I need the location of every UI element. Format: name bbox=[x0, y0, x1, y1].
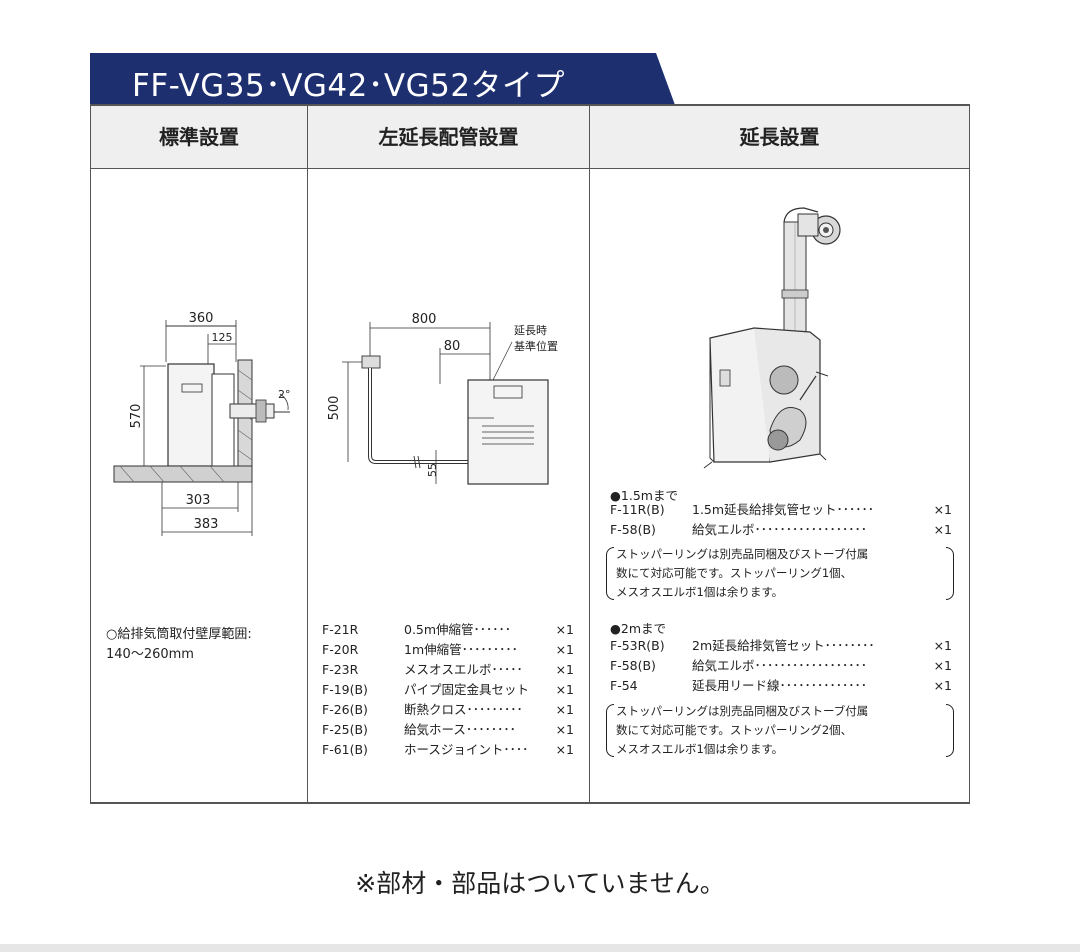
list-item: F-26(B) 断熱クロス･････････ ×1 bbox=[322, 700, 574, 720]
column-divider bbox=[589, 106, 590, 802]
dim-570: 570 bbox=[129, 404, 144, 429]
ref-label-1: 延長時 bbox=[514, 324, 547, 337]
dim-800: 800 bbox=[412, 312, 437, 327]
part-qty: ×1 bbox=[933, 678, 952, 693]
dim-383: 383 bbox=[194, 517, 219, 532]
left-extension-diagram: 800 80 延長時 基準位置 500 55 bbox=[327, 312, 558, 485]
extension-installation-illustration bbox=[703, 207, 841, 469]
part-name: 2m延長給排気管セット････････ bbox=[692, 638, 875, 653]
part-code: F-20R bbox=[322, 642, 359, 657]
column-header-standard: 標準設置 bbox=[159, 125, 239, 149]
column-header-left-extension: 左延長配管設置 bbox=[378, 125, 519, 149]
note-line: 数にて対応可能です。ストッパーリング1個、 bbox=[616, 566, 853, 580]
note-line: メスオスエルボ1個は余ります。 bbox=[616, 585, 784, 599]
part-qty: ×1 bbox=[555, 682, 574, 697]
column-divider bbox=[307, 106, 308, 802]
list-item: F-53R(B) 2m延長給排気管セット････････ ×1 bbox=[610, 636, 952, 656]
part-name: 0.5m伸縮管･･････ bbox=[404, 622, 512, 637]
ref-label-2: 基準位置 bbox=[514, 339, 558, 353]
part-code: F-54 bbox=[610, 678, 638, 693]
part-qty: ×1 bbox=[555, 702, 574, 717]
wall-thickness-note-line2: 140～260mm bbox=[106, 647, 194, 662]
dim-125: 125 bbox=[212, 331, 233, 344]
part-qty: ×1 bbox=[933, 522, 952, 537]
section-title-2m: ●2mまで bbox=[610, 621, 667, 636]
wall-thickness-note: ○給排気筒取付壁厚範囲: 140～260mm bbox=[106, 625, 252, 665]
list-item: F-25(B) 給気ホース････････ ×1 bbox=[322, 720, 574, 740]
part-qty: ×1 bbox=[555, 742, 574, 757]
part-qty: ×1 bbox=[555, 642, 574, 657]
part-qty: ×1 bbox=[933, 658, 952, 673]
dim-303: 303 bbox=[186, 493, 211, 508]
part-code: F-58(B) bbox=[610, 658, 656, 673]
footer-note: ※部材・部品はついていません。 bbox=[355, 869, 725, 898]
extension-parts-list-1-5m: F-11R(B) 1.5m延長給排気管セット･･････ ×1 F-58(B) 給気エ… bbox=[610, 500, 952, 540]
part-code: F-23R bbox=[322, 662, 359, 677]
list-item: F-58(B) 給気エルボ･･････････････････ ×1 bbox=[610, 656, 952, 676]
part-code: F-19(B) bbox=[322, 682, 368, 697]
extension-parts-list-2m: F-53R(B) 2m延長給排気管セット････････ ×1 F-58(B) 給気エ… bbox=[610, 636, 952, 696]
stopper-ring-note-1-5m: ストッパーリングは別売品同梱及びストーブ付属 数にて対応可能です。ストッパーリン… bbox=[606, 545, 954, 602]
dim-360: 360 bbox=[189, 311, 214, 326]
list-item: F-11R(B) 1.5m延長給排気管セット･･････ ×1 bbox=[610, 500, 952, 520]
part-qty: ×1 bbox=[933, 638, 952, 653]
part-name: ホースジョイント････ bbox=[404, 742, 529, 757]
note-line: 数にて対応可能です。ストッパーリング2個、 bbox=[616, 723, 853, 737]
note-line: メスオスエルボ1個は余ります。 bbox=[616, 742, 784, 756]
part-name: 給気エルボ･･････････････････ bbox=[692, 658, 868, 673]
dim-angle: 2° bbox=[278, 388, 291, 401]
part-name: メスオスエルボ･････ bbox=[404, 662, 523, 677]
part-code: F-53R(B) bbox=[610, 638, 665, 653]
part-name: 断熱クロス･････････ bbox=[404, 702, 523, 717]
part-name: 1.5m延長給排気管セット･･････ bbox=[692, 502, 875, 517]
left-extension-parts-list: F-21R 0.5m伸縮管･･････ ×1 F-20R 1m伸縮管･････････… bbox=[322, 620, 574, 760]
part-qty: ×1 bbox=[555, 622, 574, 637]
column-header-extension: 延長設置 bbox=[739, 125, 820, 149]
list-item: F-19(B) パイプ固定金具セット ×1 bbox=[322, 680, 574, 700]
part-qty: ×1 bbox=[933, 502, 952, 517]
stopper-ring-note-2m: ストッパーリングは別売品同梱及びストーブ付属 数にて対応可能です。ストッパーリン… bbox=[606, 702, 954, 759]
banner-title: FF-VG35･VG42･VG52タイプ bbox=[132, 68, 566, 104]
list-item: F-61(B) ホースジョイント････ ×1 bbox=[322, 740, 574, 760]
list-item: F-58(B) 給気エルボ･･････････････････ ×1 bbox=[610, 520, 952, 540]
part-name: 1m伸縮管･････････ bbox=[404, 642, 518, 657]
part-name: 給気ホース････････ bbox=[404, 722, 516, 737]
standard-installation-diagram: 360 125 570 2° 303 383 bbox=[113, 311, 291, 536]
part-qty: ×1 bbox=[555, 662, 574, 677]
part-code: F-26(B) bbox=[322, 702, 368, 717]
list-item: F-23R メスオスエルボ･････ ×1 bbox=[322, 660, 574, 680]
note-line: ストッパーリングは別売品同梱及びストーブ付属 bbox=[616, 547, 869, 561]
table-header-row bbox=[91, 106, 969, 169]
part-name: パイプ固定金具セット bbox=[404, 682, 530, 697]
part-code: F-21R bbox=[322, 622, 359, 637]
bottom-bar bbox=[0, 944, 1080, 952]
note-line: ストッパーリングは別売品同梱及びストーブ付属 bbox=[616, 704, 869, 718]
dim-55: 55 bbox=[426, 463, 439, 477]
installation-table: 標準設置 左延長配管設置 延長設置 bbox=[90, 104, 970, 804]
part-code: F-11R(B) bbox=[610, 502, 665, 517]
part-code: F-58(B) bbox=[610, 522, 656, 537]
dim-500: 500 bbox=[327, 396, 342, 421]
dim-80: 80 bbox=[444, 339, 461, 354]
list-item: F-54 延長用リード線･･････････････ ×1 bbox=[610, 676, 952, 696]
part-name: 延長用リード線･･････････････ bbox=[692, 678, 868, 693]
title-banner bbox=[90, 53, 675, 105]
part-code: F-25(B) bbox=[322, 722, 368, 737]
part-code: F-61(B) bbox=[322, 742, 368, 757]
part-qty: ×1 bbox=[555, 722, 574, 737]
section-title-1-5m: ●1.5mまで bbox=[610, 488, 678, 503]
wall-thickness-note-line1: ○給排気筒取付壁厚範囲: bbox=[106, 627, 252, 642]
part-name: 給気エルボ･･････････････････ bbox=[692, 522, 868, 537]
list-item: F-20R 1m伸縮管･････････ ×1 bbox=[322, 640, 574, 660]
list-item: F-21R 0.5m伸縮管･･････ ×1 bbox=[322, 620, 574, 640]
